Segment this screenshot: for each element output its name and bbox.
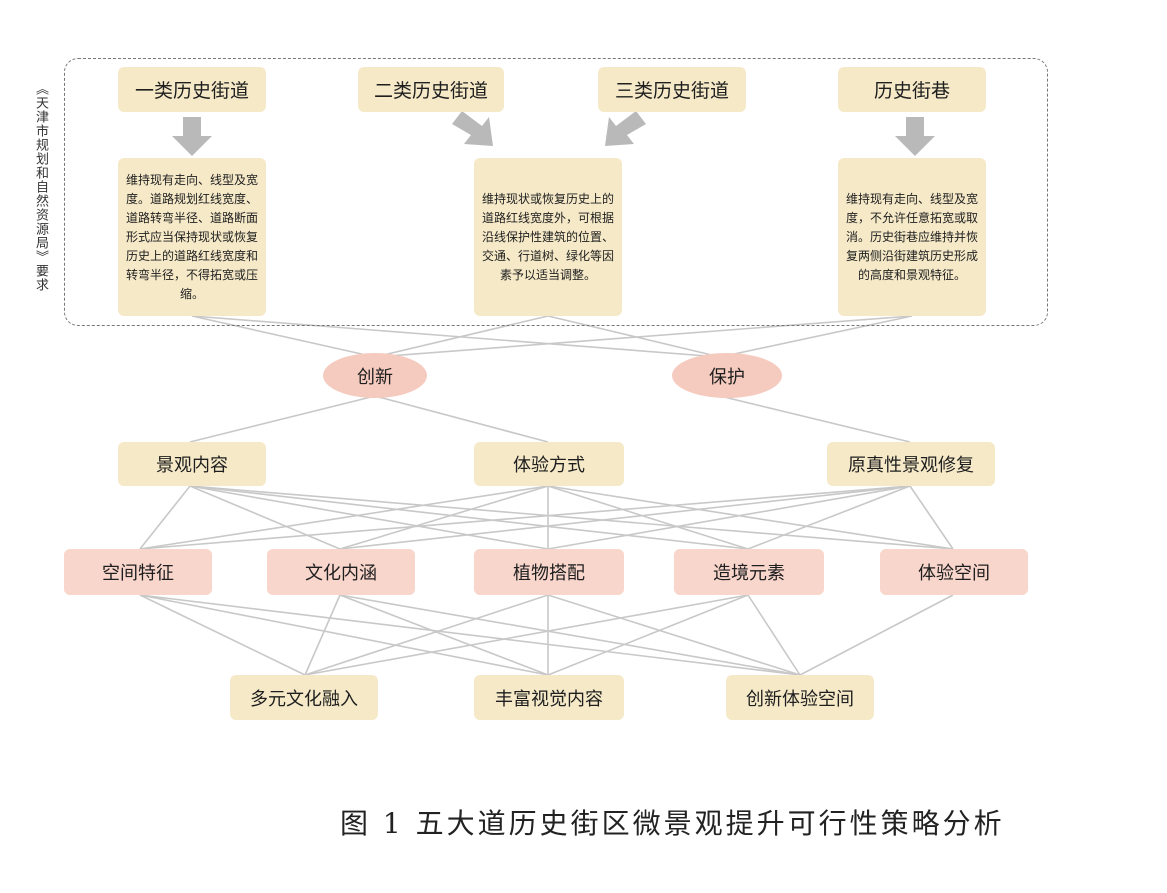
- connector-line: [547, 485, 911, 550]
- level4-spatial-features: 空间特征: [64, 549, 212, 595]
- connector-line: [304, 594, 341, 676]
- category-class1-title: 一类历史街道: [118, 67, 266, 112]
- connector-line: [339, 594, 549, 676]
- requirements-side-label: 《天津市规划和自然资源局》要求: [33, 82, 48, 292]
- connector-line: [139, 485, 191, 550]
- class1-description: 维持现有走向、线型及宽度。道路规划红线宽度、道路转弯半径、道路断面形式应当保持现…: [118, 158, 266, 316]
- connector-line: [339, 485, 911, 550]
- connector-line: [547, 594, 801, 676]
- down-arrow-icon: [895, 117, 935, 156]
- figure-caption: 图 1 五大道历史街区微景观提升可行性策略分析: [340, 807, 1005, 840]
- connector-line: [747, 485, 911, 550]
- connector-line: [339, 594, 801, 676]
- connector-line: [374, 395, 549, 443]
- level5-multicultural: 多元文化融入: [230, 675, 378, 720]
- connector-line: [191, 315, 376, 358]
- connector-line: [547, 594, 749, 676]
- level4-experience-space: 体验空间: [880, 549, 1028, 595]
- connector-line: [799, 594, 954, 676]
- connector-line: [189, 395, 376, 443]
- down-arrow-icon: [172, 117, 212, 156]
- category-lane-title: 历史街巷: [838, 67, 986, 112]
- connector-line: [304, 594, 549, 676]
- level3-authentic-restoration: 原真性景观修复: [827, 442, 995, 486]
- level4-scene-elements: 造境元素: [674, 549, 824, 595]
- diagonal-arrow-icon: [452, 111, 493, 146]
- shared-class2-3-description: 维持现状或恢复历史上的道路红线宽度外，可根据沿线保护性建筑的位置、交通、行道树、…: [474, 158, 622, 316]
- connector-line: [909, 485, 954, 550]
- connector-line: [189, 485, 749, 550]
- connector-line: [139, 594, 549, 676]
- connector-line: [719, 315, 913, 358]
- connector-line: [189, 485, 549, 550]
- level3-experience-mode: 体验方式: [474, 442, 624, 486]
- connector-line: [189, 485, 341, 550]
- diagonal-arrow-icon: [605, 111, 646, 146]
- connector-line: [747, 594, 801, 676]
- level5-visual-content: 丰富视觉内容: [474, 675, 624, 720]
- lane-description: 维持现有走向、线型及宽度，不允许任意拓宽或取消。历史街巷应维持并恢复两侧沿街建筑…: [838, 158, 986, 316]
- connector-line: [339, 485, 549, 550]
- requirements-frame: [64, 58, 1048, 326]
- category-class2-title: 二类历史街道: [358, 67, 504, 112]
- connector-line: [547, 485, 749, 550]
- connector-line: [547, 485, 954, 550]
- level4-plant-arrangement: 植物搭配: [474, 549, 624, 595]
- level4-cultural-connotation: 文化内涵: [267, 549, 415, 595]
- connector-line: [139, 594, 306, 676]
- connector-line: [719, 395, 911, 443]
- level5-innovative-space: 创新体验空间: [726, 675, 874, 720]
- principle-protection: 保护: [672, 353, 782, 398]
- connector-line: [139, 485, 911, 550]
- connector-line: [304, 594, 749, 676]
- category-class3-title: 三类历史街道: [598, 67, 746, 112]
- connector-line: [139, 594, 801, 676]
- connector-line: [191, 315, 721, 358]
- principle-innovation: 创新: [323, 353, 427, 398]
- connector-line: [189, 485, 954, 550]
- level3-landscape-content: 景观内容: [118, 442, 266, 486]
- connector-line: [139, 485, 549, 550]
- connector-line: [374, 315, 549, 358]
- connector-line: [374, 315, 913, 358]
